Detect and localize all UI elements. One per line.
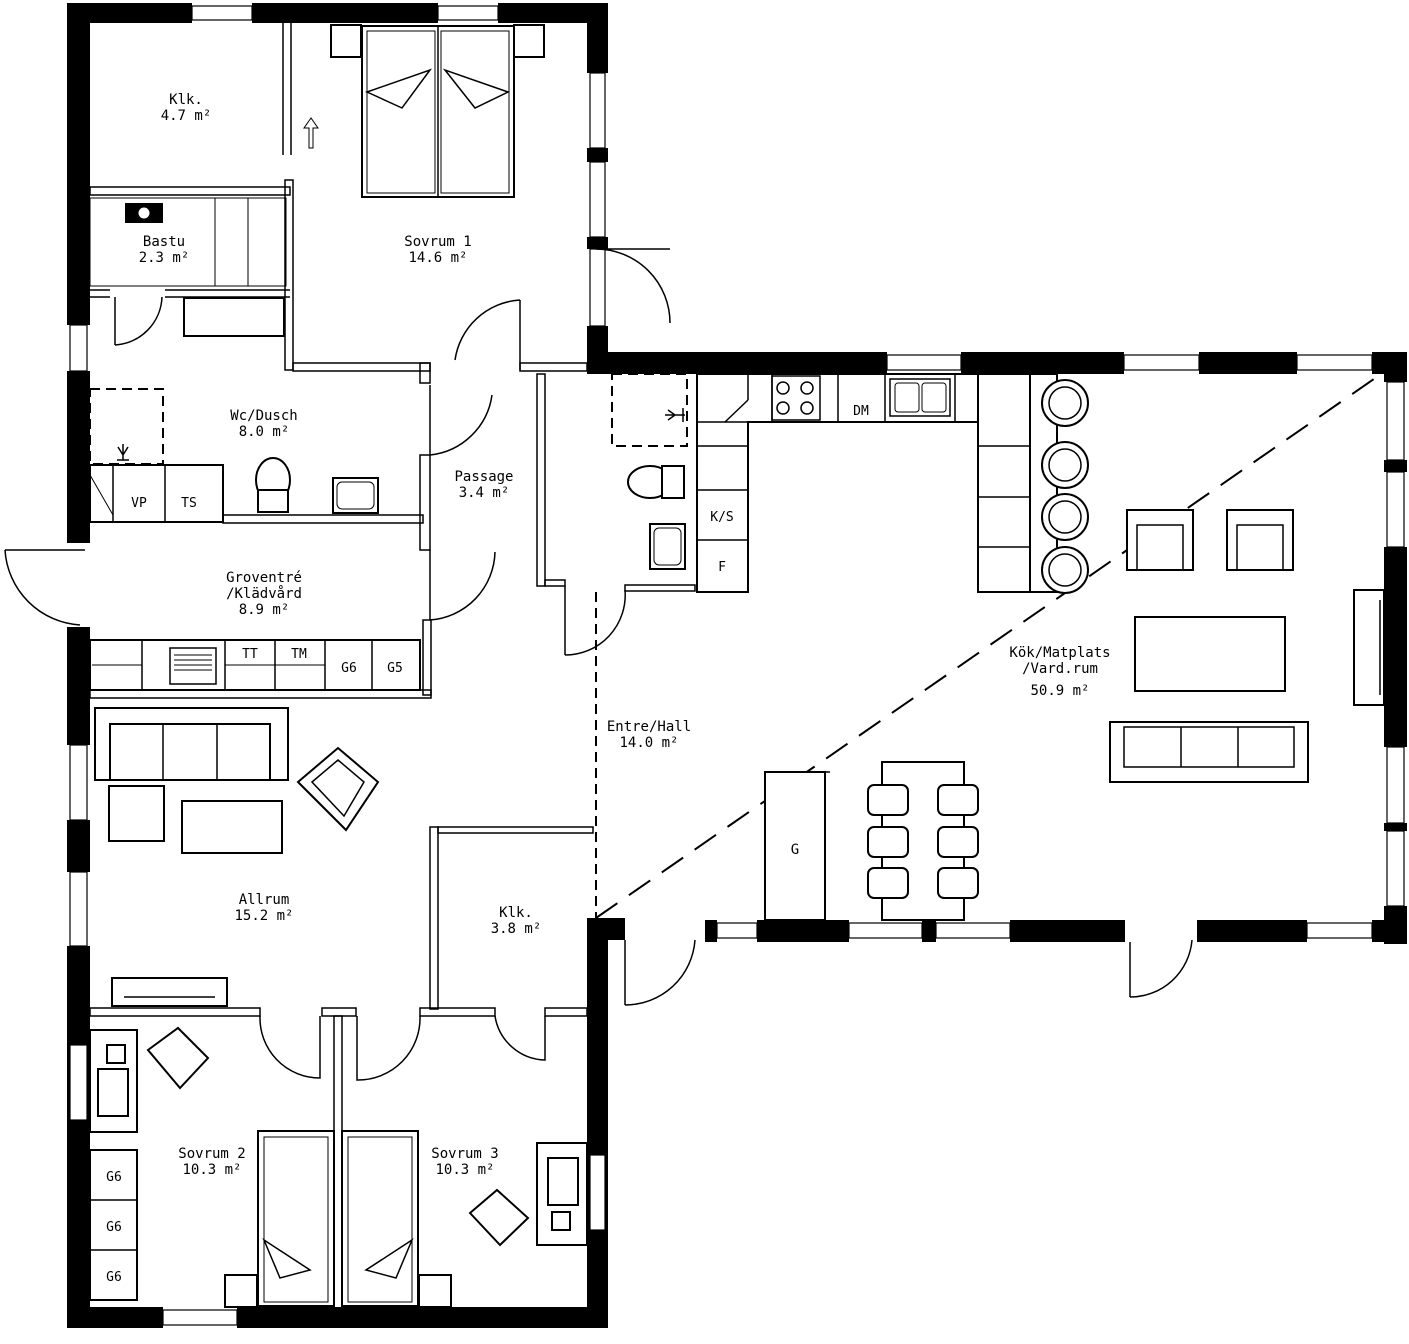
living-furniture <box>764 509 1385 921</box>
tm-label: TM <box>291 647 307 662</box>
ts-label: TS <box>181 496 197 511</box>
sovrum3-area: 10.3 m² <box>435 1162 494 1178</box>
ks-label: K/S <box>710 510 733 525</box>
passage-area: 3.4 m² <box>459 485 510 501</box>
bastu-area: 2.3 m² <box>139 250 190 266</box>
room-labels: Klk. 4.7 m² Sovrum 1 14.6 m² Bastu 2.3 m… <box>139 92 1111 1178</box>
laundry-counter <box>89 639 421 691</box>
wc-furniture <box>89 444 379 523</box>
bedroom3-furniture <box>224 1130 588 1308</box>
g5-label: G5 <box>387 661 403 676</box>
allrum-name: Allrum <box>239 892 290 908</box>
allrum-furniture <box>94 707 380 1007</box>
exterior-walls <box>67 3 1407 1328</box>
wc-name: Wc/Dusch <box>230 408 297 424</box>
passage-name: Passage <box>454 469 513 485</box>
tt-label: TT <box>242 647 258 662</box>
kok-area: 50.9 m² <box>1030 683 1089 699</box>
f-label: F <box>718 560 726 575</box>
bedroom2-furniture <box>89 1026 335 1307</box>
interior-walls <box>89 23 696 1309</box>
entre-area: 14.0 m² <box>619 735 678 751</box>
sovrum1-area: 14.6 m² <box>408 250 467 266</box>
hall-wc-furniture <box>627 408 686 570</box>
kitchen <box>696 373 1089 594</box>
groventre-name2: /Klädvård <box>226 585 302 602</box>
sovrum2-area: 10.3 m² <box>182 1162 241 1178</box>
klk2-name: Klk. <box>499 905 533 921</box>
g6-laundry-label: G6 <box>341 661 357 676</box>
klk1-area: 4.7 m² <box>161 108 212 124</box>
groventre-name: Groventré <box>226 570 302 586</box>
g-label: G <box>791 842 799 858</box>
allrum-area: 15.2 m² <box>234 908 293 924</box>
bedroom1-furniture <box>303 24 545 198</box>
kok-name2: /Vard.rum <box>1022 661 1098 677</box>
doors <box>4 248 1193 1081</box>
kok-name: Kök/Matplats <box>1009 645 1110 661</box>
bar-stools <box>1041 379 1089 594</box>
g6-wardrobe-1-label: G6 <box>106 1170 122 1185</box>
windows <box>69 5 1405 1326</box>
vp-label: VP <box>131 496 147 511</box>
sovrum3-name: Sovrum 3 <box>431 1146 498 1162</box>
bastu-furniture <box>89 197 287 337</box>
klk2-area: 3.8 m² <box>491 921 542 937</box>
dm-label: DM <box>853 404 869 419</box>
sovrum1-name: Sovrum 1 <box>404 234 471 250</box>
sovrum2-name: Sovrum 2 <box>178 1146 245 1162</box>
wc-area: 8.0 m² <box>239 424 290 440</box>
groventre-area: 8.9 m² <box>239 602 290 618</box>
klk1-name: Klk. <box>169 92 203 108</box>
dining-chairs <box>867 784 979 899</box>
appliance-labels: VP TS TT TM G6 G5 DM K/S F G G6 G6 G6 <box>106 404 869 1285</box>
bastu-name: Bastu <box>143 234 185 250</box>
entre-name: Entre/Hall <box>607 719 691 735</box>
g6-wardrobe-3-label: G6 <box>106 1270 122 1285</box>
g6-wardrobe-2-label: G6 <box>106 1220 122 1235</box>
